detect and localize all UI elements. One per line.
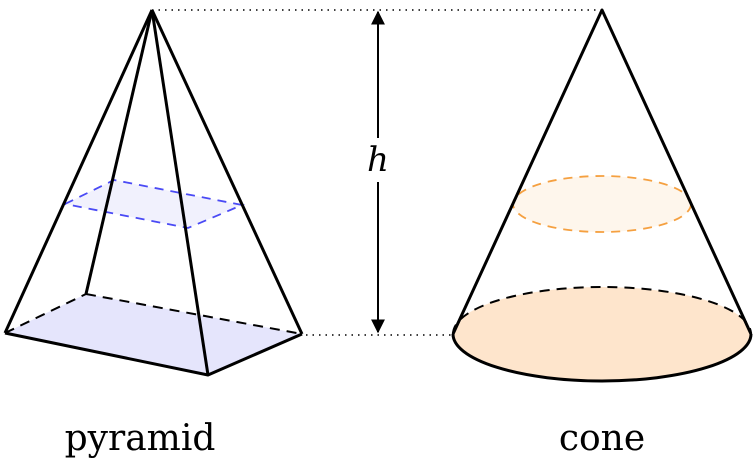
- cone: [451, 8, 753, 383]
- pyramid-cross-section: [62, 179, 246, 229]
- pyramid-edge: [150, 9, 304, 335]
- pyramid: [3, 9, 304, 377]
- pyramid-label: pyramid: [64, 418, 216, 459]
- pyramid-base: [5, 294, 302, 375]
- pyramid-hidden-edge: [85, 293, 303, 335]
- cone-label: cone: [558, 418, 646, 459]
- pyramid-edge: [150, 9, 210, 376]
- height-label: h: [367, 138, 389, 182]
- cone-base-front-edge: [451, 333, 753, 383]
- cone-cross-section: [512, 175, 692, 233]
- pyramid-hidden-edge: [4, 293, 87, 334]
- cone-sides: [451, 8, 753, 335]
- pyramid-edge: [3, 9, 154, 334]
- pyramid-edge: [84, 9, 154, 295]
- cone-base: [453, 287, 751, 381]
